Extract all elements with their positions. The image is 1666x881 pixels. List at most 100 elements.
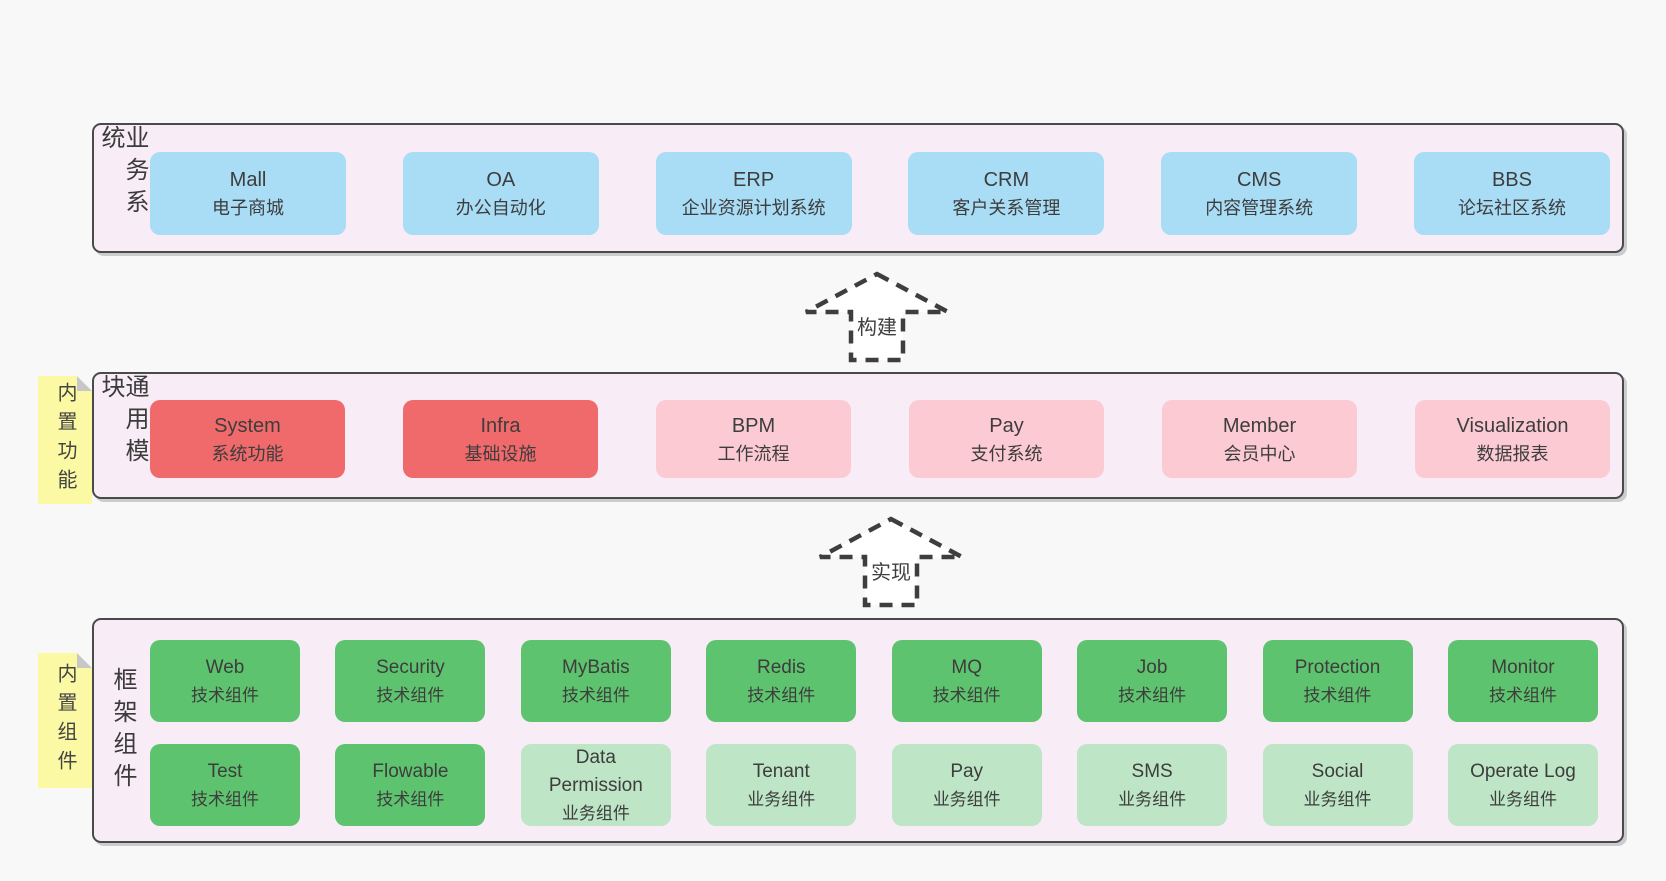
band-framework-components-label: 框架组件: [109, 666, 136, 795]
box-subtitle: 业务组件: [561, 803, 630, 823]
box-title: Pay: [989, 414, 1024, 437]
box-subtitle: 技术组件: [191, 789, 259, 809]
box-title: Protection: [1294, 657, 1381, 678]
box-subtitle: 数据报表: [1476, 443, 1549, 464]
band-common-modules: 通用模块 System 系统功能 Infra 基础设施 BPM 工作流程 Pay…: [92, 372, 1624, 499]
box-title: MyBatis: [562, 657, 630, 678]
box-pay: Pay 支付系统: [909, 400, 1104, 478]
box-test: Test 技术组件: [150, 744, 300, 826]
band-framework-components: 框架组件 Web 技术组件 Security 技术组件 MyBatis 技术组件…: [92, 618, 1624, 843]
box-oa: OA 办公自动化: [402, 152, 599, 235]
box-subtitle: 工作流程: [717, 443, 790, 464]
arrow-up-implement-icon: 实现: [818, 516, 964, 608]
arrow-label: 构建: [857, 316, 897, 339]
box-title: Mall: [229, 169, 267, 191]
arrow-up-build-icon: 构建: [804, 271, 950, 363]
box-title: Redis: [756, 657, 806, 678]
box-title: Pay: [950, 761, 984, 782]
box-subtitle: 办公自动化: [455, 198, 546, 218]
box-infra: Infra 基础设施: [403, 400, 598, 478]
box-title: CRM: [983, 169, 1030, 191]
box-system: System 系统功能: [150, 400, 345, 478]
box-redis: Redis 技术组件: [706, 640, 857, 722]
band-common-modules-label: 通用模块: [97, 374, 148, 470]
band-business-systems: 业务系统 Mall 电子商城 OA 办公自动化 ERP 企业资源计划系统 CRM…: [92, 123, 1624, 253]
box-subtitle: 业务组件: [1303, 789, 1372, 809]
band-business-systems-label: 业务系统: [97, 125, 148, 221]
box-visualization: Visualization 数据报表: [1415, 400, 1610, 478]
box-subtitle: 论坛社区系统: [1457, 198, 1566, 218]
box-subtitle: 业务组件: [1488, 789, 1557, 809]
box-subtitle: 业务组件: [1118, 789, 1187, 809]
box-title: BPM: [731, 414, 776, 437]
box-title: Job: [1136, 657, 1168, 678]
box-tenant: Tenant 业务组件: [706, 744, 857, 826]
box-subtitle: 基础设施: [464, 443, 537, 464]
box-subtitle: 会员中心: [1223, 443, 1296, 464]
box-subtitle: 技术组件: [376, 685, 445, 705]
box-subtitle: 技术组件: [376, 789, 445, 809]
box-sms: SMS 业务组件: [1077, 744, 1228, 826]
box-title: Social: [1311, 761, 1364, 782]
note-fold-icon: [77, 653, 92, 668]
box-data-permission: Data Permission 业务组件: [520, 744, 671, 826]
box-title: Flowable: [372, 761, 449, 782]
box-title: Operate Log: [1470, 761, 1576, 782]
box-subtitle: 技术组件: [1118, 685, 1187, 705]
box-security: Security 技术组件: [335, 640, 486, 722]
box-cms: CMS 内容管理系统: [1161, 152, 1358, 235]
box-web: Web 技术组件: [150, 640, 300, 722]
box-bpm: BPM 工作流程: [656, 400, 851, 478]
box-title: BBS: [1491, 169, 1532, 191]
box-title: Visualization: [1456, 414, 1569, 437]
box-subtitle: 电子商城: [212, 198, 284, 218]
box-title: SMS: [1131, 761, 1173, 782]
box-subtitle: 客户关系管理: [952, 198, 1061, 218]
box-crm: CRM 客户关系管理: [908, 152, 1105, 235]
box-subtitle: 支付系统: [970, 443, 1043, 464]
note-fold-icon: [77, 376, 92, 391]
box-subtitle: 技术组件: [191, 685, 259, 705]
sticky-note-built-in-features: 内置功能: [38, 376, 92, 504]
box-member: Member 会员中心: [1162, 400, 1357, 478]
box-job: Job 技术组件: [1077, 640, 1228, 722]
box-title: Tenant: [752, 761, 810, 782]
box-mall: Mall 电子商城: [150, 152, 346, 235]
box-subtitle: 技术组件: [747, 685, 816, 705]
box-title: System: [214, 414, 281, 437]
box-flowable: Flowable 技术组件: [335, 744, 486, 826]
sticky-note-built-in-components: 内置组件: [38, 653, 92, 788]
box-subtitle: 技术组件: [1303, 685, 1372, 705]
box-mybatis: MyBatis 技术组件: [520, 640, 671, 722]
box-subtitle: 企业资源计划系统: [681, 198, 826, 218]
box-title: Infra: [480, 414, 521, 437]
arrow-label: 实现: [871, 561, 911, 584]
box-title: Monitor: [1491, 657, 1555, 678]
box-title: CMS: [1236, 169, 1282, 191]
box-title: Security: [376, 657, 445, 678]
box-subtitle: 技术组件: [1488, 685, 1557, 705]
box-subtitle: 技术组件: [561, 685, 630, 705]
box-title: Data Permission: [548, 746, 643, 797]
note-text: 内置组件: [54, 662, 76, 779]
box-mq: MQ 技术组件: [891, 640, 1042, 722]
box-title: Test: [207, 761, 243, 782]
note-text: 内置功能: [54, 382, 76, 498]
box-subtitle: 技术组件: [932, 685, 1001, 705]
box-erp: ERP 企业资源计划系统: [655, 152, 852, 235]
box-social: Social 业务组件: [1262, 744, 1413, 826]
box-subtitle: 系统功能: [211, 443, 284, 464]
box-protection: Protection 技术组件: [1262, 640, 1413, 722]
box-operate-log: Operate Log 业务组件: [1447, 744, 1598, 826]
box-subtitle: 业务组件: [747, 789, 816, 809]
box-bbs: BBS 论坛社区系统: [1413, 152, 1610, 235]
box-subtitle: 业务组件: [932, 789, 1001, 809]
box-title: Member: [1222, 414, 1297, 437]
box-subtitle: 内容管理系统: [1205, 198, 1314, 218]
box-title: Web: [205, 657, 245, 678]
box-monitor: Monitor 技术组件: [1447, 640, 1598, 722]
box-pay-component: Pay 业务组件: [891, 744, 1042, 826]
box-title: MQ: [951, 657, 982, 678]
box-title: ERP: [733, 169, 775, 191]
box-title: OA: [486, 169, 516, 191]
